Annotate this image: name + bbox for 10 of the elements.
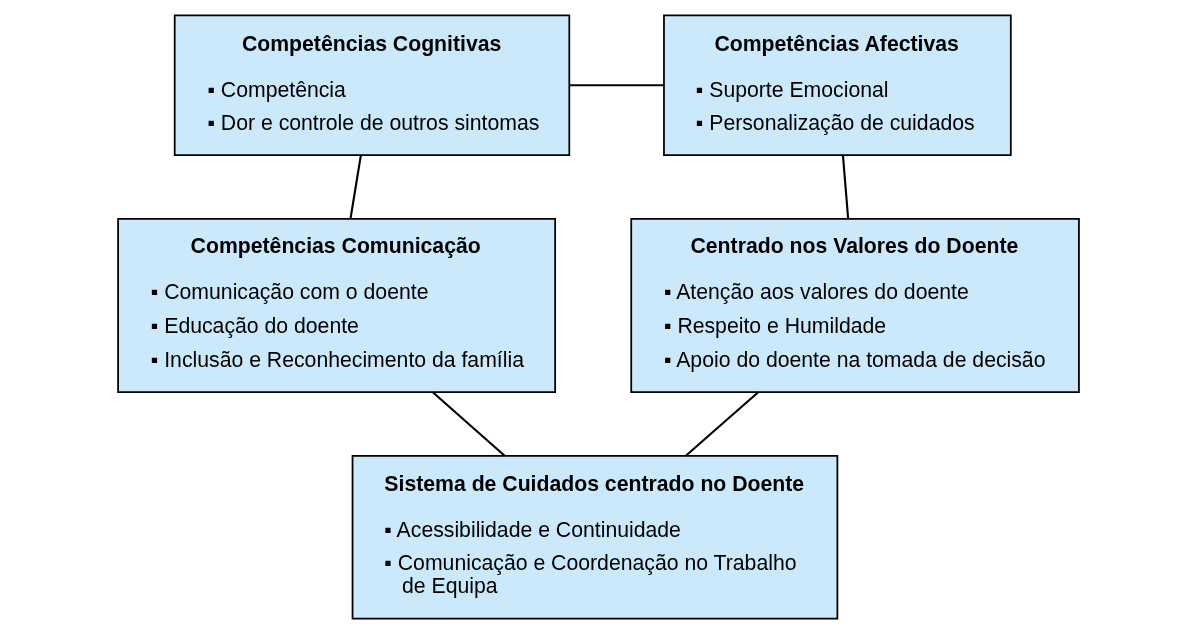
connector: [841, 155, 849, 219]
node-box: Competências Cognitivas ▪ Competência ▪ Dor e controle de outros sintomas: [173, 14, 570, 156]
node-box: Competências Afectivas ▪ Suporte Emocional ▪ Personalização de cuidados: [662, 14, 1012, 156]
connector: [431, 391, 505, 457]
node-box: Competências Comunicação ▪ Comunicação com o doente ▪ Educação do doente ▪ Inclusão e Reconhecimento da família: [116, 217, 556, 394]
connector: [349, 155, 362, 219]
connector: [569, 84, 664, 87]
connector: [684, 391, 759, 457]
node-box: Centrado nos Valores do Doente ▪ Atenção aos valores do doente ▪ Respeito e Humildade ▪ Apoio do doente na tomada de decisão: [629, 217, 1080, 394]
node-box: Sistema de Cuidados centrado no Doente ▪ Acessibilidade e Continuidade ▪ Comunicação e Coordenação no Trabalho de Equipa: [351, 455, 838, 620]
